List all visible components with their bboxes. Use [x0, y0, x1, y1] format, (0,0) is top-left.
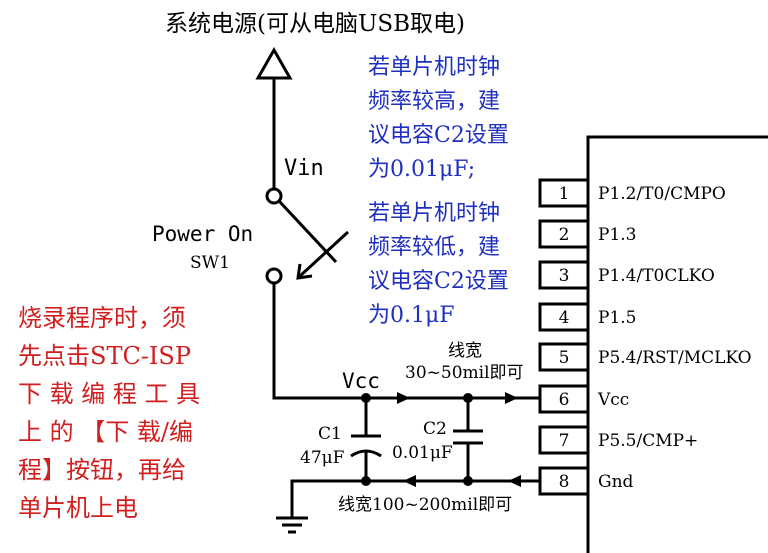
pin-label: P5.5/CMP+: [598, 431, 698, 451]
pin-6: 6 Vcc: [538, 384, 629, 414]
c1-value: 47μF: [300, 448, 345, 468]
svg-text:上 的 【下 载/编: 上 的 【下 载/编: [18, 418, 193, 446]
svg-text:议电容C2设置: 议电容C2设置: [368, 123, 509, 148]
pin-4: 4 P1.5: [538, 302, 636, 332]
vcc-label: Vcc: [342, 369, 380, 393]
switch-bottom-terminal: [265, 267, 283, 285]
pin-number: 3: [559, 266, 570, 286]
note-low-frequency: 若单片机时钟 频率较低，建 议电容C2设置 为0.1μF: [368, 201, 509, 328]
vcc-wire: [272, 283, 540, 400]
svg-text:烧录程序时，须: 烧录程序时，须: [18, 304, 186, 332]
power-on-label: Power On: [152, 222, 253, 246]
vcc-direction-arrow-2: [505, 392, 518, 404]
gnd-direction-arrow-1: [508, 475, 521, 487]
pin-number: 6: [559, 390, 570, 410]
pin-label: P1.5: [598, 308, 636, 328]
switch-arrow-icon: [296, 263, 313, 280]
svg-text:为0.01μF;: 为0.01μF;: [368, 157, 475, 182]
pin-number: 2: [559, 225, 570, 245]
pin-3: 3 P1.4/T0CLKO: [538, 260, 715, 290]
c1-name: C1: [318, 424, 342, 444]
pin-label: P1.2/T0/CMPO: [598, 184, 726, 204]
pin-label: Gnd: [598, 472, 634, 492]
pin-number: 1: [559, 184, 570, 204]
ground-icon: [276, 516, 308, 534]
switch-top-terminal: [265, 187, 283, 205]
pin-label: P5.4/RST/MCLKO: [598, 348, 752, 368]
pin-2: 2 P1.3: [538, 219, 636, 249]
gnd-wire: [290, 479, 540, 518]
trace-width-top-value: 30~50mil即可: [405, 363, 524, 383]
svg-text:频率较高，建: 频率较高，建: [368, 89, 500, 114]
svg-text:下 载 编 程 工 具: 下 载 编 程 工 具: [18, 380, 200, 408]
trace-width-top-label: 线宽: [448, 341, 482, 361]
vin-label: Vin: [284, 156, 324, 181]
pin-7: 7 P5.5/CMP+: [538, 425, 698, 455]
svg-text:若单片机时钟: 若单片机时钟: [368, 55, 500, 80]
pin-5: 5 P5.4/RST/MCLKO: [538, 342, 752, 372]
power-source-title: 系统电源(可从电脑USB取电): [165, 11, 465, 37]
sw1-label: SW1: [190, 253, 230, 273]
c2-value: 0.01μF: [392, 443, 453, 463]
note-high-frequency: 若单片机时钟 频率较高，建 议电容C2设置 为0.01μF;: [368, 55, 509, 182]
pin-1: 1 P1.2/T0/CMPO: [538, 178, 726, 208]
pin-number: 4: [559, 308, 570, 328]
trace-width-bottom: 线宽100~200mil即可: [338, 495, 512, 515]
pin-8: 8 Gnd: [538, 466, 634, 496]
junction-c1-bottom: [361, 476, 371, 486]
pin-label: P1.3: [598, 225, 636, 245]
chip-body: [586, 135, 768, 553]
svg-text:频率较低，建: 频率较低，建: [368, 235, 500, 260]
svg-text:程】按钮，再给: 程】按钮，再给: [18, 456, 186, 484]
svg-text:先点击STC-ISP: 先点击STC-ISP: [18, 342, 191, 370]
svg-text:为0.1μF: 为0.1μF: [368, 303, 455, 328]
pin-number: 8: [559, 472, 570, 492]
pin-number: 5: [559, 348, 570, 368]
junction-c2-bottom: [463, 476, 473, 486]
pin-label: P1.4/T0CLKO: [598, 266, 715, 286]
c2-name: C2: [423, 419, 447, 439]
svg-text:议电容C2设置: 议电容C2设置: [368, 269, 509, 294]
svg-text:单片机上电: 单片机上电: [18, 494, 138, 522]
vcc-direction-arrow-1: [397, 392, 410, 404]
note-programming: 烧录程序时，须 先点击STC-ISP 下 载 编 程 工 具 上 的 【下 载/…: [18, 304, 200, 522]
gnd-direction-arrow-2: [403, 475, 416, 487]
svg-text:若单片机时钟: 若单片机时钟: [368, 201, 500, 226]
switch-actuator-line: [298, 230, 350, 278]
pin-label: Vcc: [597, 390, 629, 410]
pin-number: 7: [559, 431, 570, 451]
power-arrow-icon: [255, 46, 293, 80]
